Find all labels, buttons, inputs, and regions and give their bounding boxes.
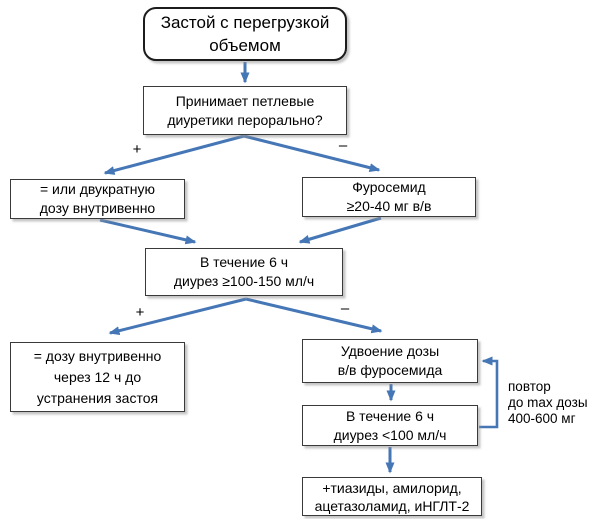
node-double-dose-line: в/в фуросемида bbox=[337, 362, 443, 378]
node-furosemide-iv-line: ≥20-40 мг в/в bbox=[346, 198, 432, 214]
node-add-drugs-line: +тиазиды, амилорид, bbox=[322, 479, 462, 496]
arrow-question-yes bbox=[103, 134, 245, 175]
node-start: Застой с перегрузкой объемом bbox=[143, 7, 347, 61]
node-furosemide-iv: Фуросемид ≥20-40 мг в/в bbox=[302, 177, 476, 217]
branch-label-minus-2: – bbox=[340, 300, 350, 317]
node-furosemide-iv-line: Фуросемид bbox=[352, 179, 426, 195]
node-question-oral: Принимает петлевые диуретики перорально? bbox=[143, 86, 347, 135]
node-diuresis-low-line: диурез <100 мл/ч bbox=[333, 426, 447, 443]
arrow-check-no bbox=[245, 297, 383, 334]
loop-annotation-line: 400-600 мг bbox=[508, 411, 576, 426]
node-equal-double-iv: = или двукратную дозу внутривенно bbox=[10, 179, 185, 219]
branch-label-minus-1: – bbox=[338, 137, 348, 154]
node-start-line: объемом bbox=[209, 36, 281, 55]
branch-label-plus-2: + bbox=[135, 304, 145, 321]
node-question-oral-line: диуретики перорально? bbox=[167, 111, 323, 128]
loop-annotation: повтор до max дозы 400-600 мг bbox=[508, 379, 598, 427]
node-same-dose-12h-line: устранения застоя bbox=[36, 389, 159, 406]
node-diuresis-low: В течение 6 ч диурез <100 мл/ч bbox=[302, 405, 478, 446]
node-diuresis-low-line: В течение 6 ч bbox=[345, 407, 435, 424]
node-double-dose-line: Удвоение дозы bbox=[340, 343, 440, 359]
node-equal-double-iv-line: дозу внутривенно bbox=[39, 200, 156, 216]
arrow-repeat-loop bbox=[479, 356, 499, 429]
branch-label-plus-1: + bbox=[132, 141, 142, 158]
node-same-dose-12h: = дозу внутривенно через 12 ч до устране… bbox=[10, 342, 185, 412]
node-add-drugs-line: ацетазоламид, иНГЛТ-2 bbox=[314, 497, 470, 514]
arrow-check-yes bbox=[108, 297, 247, 336]
arrow-equal-dose-to-check bbox=[99, 218, 197, 245]
node-diuresis-check-line: диурез ≥100-150 мл/ч bbox=[173, 273, 315, 289]
node-equal-double-iv-line: = или двукратную bbox=[39, 181, 156, 197]
node-double-dose: Удвоение дозы в/в фуросемида bbox=[302, 339, 478, 383]
node-same-dose-12h-line: через 12 ч до bbox=[53, 368, 142, 385]
node-diuresis-check-line: В течение 6 ч bbox=[199, 254, 289, 270]
arrow-question-no bbox=[243, 134, 381, 173]
node-same-dose-12h-line: = дозу внутривенно bbox=[33, 347, 162, 364]
arrow-furosemide-to-check bbox=[298, 216, 382, 244]
node-start-line: Застой с перегрузкой bbox=[160, 13, 330, 32]
loop-annotation-line: до max дозы bbox=[508, 395, 588, 410]
loop-annotation-line: повтор bbox=[508, 379, 551, 394]
node-question-oral-line: Принимает петлевые bbox=[175, 92, 315, 109]
node-diuresis-check: В течение 6 ч диурез ≥100-150 мл/ч bbox=[145, 248, 343, 296]
node-add-drugs: +тиазиды, амилорид, ацетазоламид, иНГЛТ-… bbox=[302, 477, 482, 516]
